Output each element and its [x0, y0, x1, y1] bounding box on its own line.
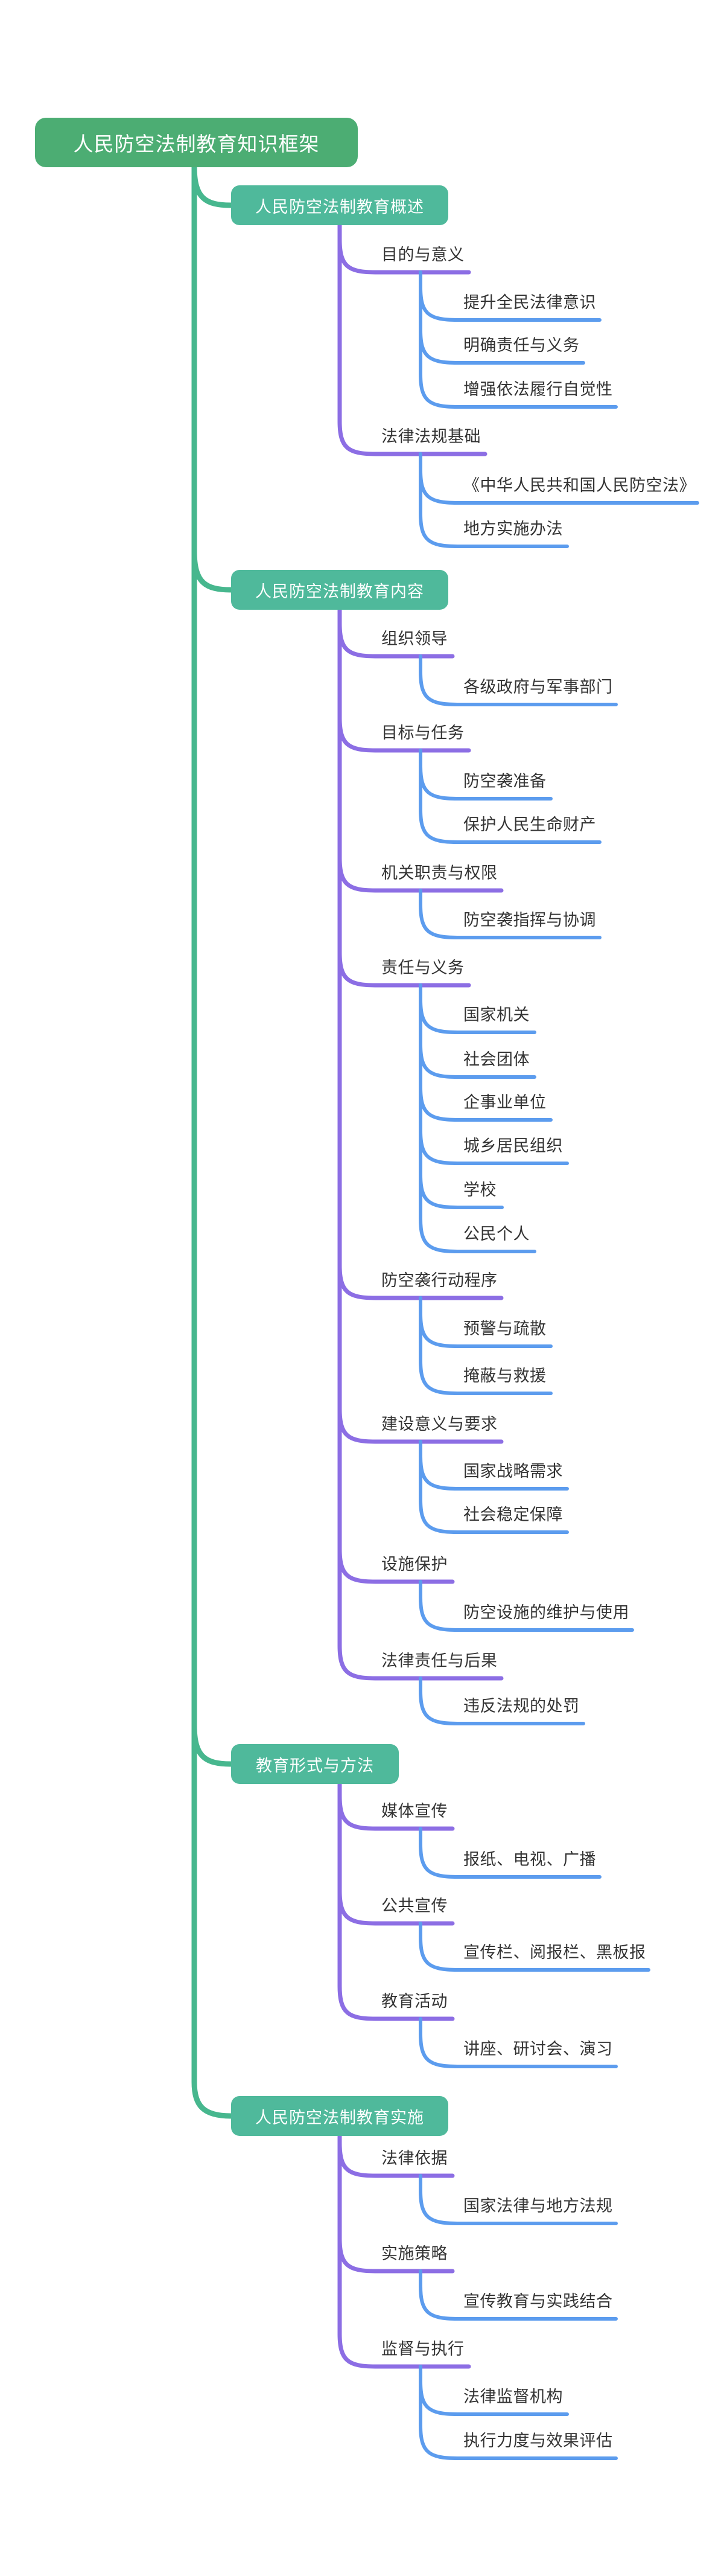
topic-label[interactable]: 责任与义务	[381, 959, 465, 977]
subtopic-label[interactable]: 法律监督机构	[463, 2388, 563, 2406]
subtopic-label[interactable]: 社会稳定保障	[463, 1506, 563, 1524]
subtopic-label[interactable]: 《中华人民共和国人民防空法》	[463, 476, 696, 494]
subtopic-connector	[419, 1676, 585, 1725]
branch-connector	[191, 1722, 234, 1767]
subtopic-label[interactable]: 掩蔽与救援	[463, 1367, 547, 1385]
subtopic-label[interactable]: 国家法律与地方法规	[463, 2197, 613, 2215]
subtopic-label[interactable]: 增强依法履行自觉性	[463, 380, 613, 398]
subtopic-connector	[419, 749, 602, 844]
subtopic-label[interactable]: 违反法规的处罚	[463, 1697, 580, 1715]
topic-label[interactable]: 目标与任务	[381, 724, 465, 742]
subtopic-connector	[419, 983, 536, 1253]
topic-label[interactable]: 机关职责与权限	[381, 864, 498, 882]
subtopic-connector	[419, 2174, 618, 2225]
subtopic-label[interactable]: 各级政府与军事部门	[463, 678, 613, 696]
subtopic-label[interactable]: 提升全民法律意识	[463, 293, 596, 312]
subtopic-label[interactable]: 报纸、电视、广播	[463, 1850, 596, 1868]
subtopic-connector	[419, 2365, 618, 2460]
subtopic-label[interactable]: 讲座、研讨会、演习	[463, 2040, 613, 2058]
topic-label[interactable]: 防空袭行动程序	[381, 1271, 498, 1290]
subtopic-label[interactable]: 国家战略需求	[463, 1462, 563, 1480]
subtopic-connector	[419, 889, 602, 939]
subtopic-label[interactable]: 明确责任与义务	[463, 336, 580, 354]
subtopic-label[interactable]: 防空设施的维护与使用	[463, 1603, 629, 1622]
branch-node[interactable]: 人民防空法制教育概述	[231, 185, 448, 225]
trunk-line	[191, 164, 234, 2119]
subtopic-label[interactable]: 宣传栏、阅报栏、黑板报	[463, 1943, 646, 1961]
subtopic-connector	[419, 1296, 553, 1395]
subtopic-label[interactable]: 学校	[463, 1181, 497, 1199]
subtopic-label[interactable]: 公民个人	[463, 1225, 530, 1243]
branch-node[interactable]: 教育形式与方法	[231, 1744, 399, 1784]
topic-label[interactable]: 组织领导	[381, 630, 448, 648]
topic-connector	[337, 607, 504, 1681]
topic-label[interactable]: 媒体宣传	[381, 1802, 448, 1820]
topic-label[interactable]: 法律责任与后果	[381, 1652, 498, 1670]
branch-node[interactable]: 人民防空法制教育内容	[231, 570, 448, 610]
topic-connector	[337, 223, 487, 456]
topic-connector	[337, 1782, 455, 2021]
topic-label[interactable]: 建设意义与要求	[381, 1415, 498, 1433]
subtopic-connector	[419, 452, 569, 548]
topic-label[interactable]: 教育活动	[381, 1992, 448, 2010]
subtopic-connector	[419, 1922, 650, 1972]
subtopic-label[interactable]: 执行力度与效果评估	[463, 2432, 613, 2450]
topic-label[interactable]: 设施保护	[381, 1555, 448, 1573]
subtopic-connector	[419, 270, 618, 409]
topic-connector	[337, 2133, 471, 2369]
topic-connector	[337, 607, 455, 1584]
mindmap-root-node[interactable]: 人民防空法制教育知识框架	[35, 118, 358, 167]
subtopic-connector	[419, 2269, 618, 2321]
subtopic-label[interactable]: 防空袭准备	[463, 772, 547, 790]
subtopic-label[interactable]: 国家机关	[463, 1006, 530, 1024]
topic-label[interactable]: 监督与执行	[381, 2340, 465, 2358]
topic-label[interactable]: 公共宣传	[381, 1897, 448, 1915]
subtopic-label[interactable]: 城乡居民组织	[463, 1137, 563, 1155]
topic-label[interactable]: 目的与意义	[381, 246, 465, 264]
subtopic-label[interactable]: 防空袭指挥与协调	[463, 911, 596, 929]
subtopic-label[interactable]: 宣传教育与实践结合	[463, 2292, 613, 2310]
subtopic-connector	[419, 2017, 618, 2068]
subtopic-label[interactable]: 保护人民生命财产	[463, 816, 596, 834]
branch-node[interactable]: 人民防空法制教育实施	[231, 2096, 448, 2136]
subtopic-connector	[419, 1440, 569, 1534]
subtopic-connector	[419, 1580, 634, 1632]
branch-connector	[191, 164, 234, 208]
subtopic-label[interactable]: 企事业单位	[463, 1093, 547, 1111]
topic-label[interactable]: 实施策略	[381, 2245, 448, 2263]
subtopic-label[interactable]: 预警与疏散	[463, 1320, 547, 1338]
topic-label[interactable]: 法律法规基础	[381, 427, 481, 446]
subtopic-label[interactable]: 社会团体	[463, 1050, 530, 1069]
branch-connector	[191, 548, 234, 593]
subtopic-connector	[419, 1827, 602, 1879]
subtopic-label[interactable]: 地方实施办法	[463, 520, 563, 538]
topic-label[interactable]: 法律依据	[381, 2149, 448, 2167]
subtopic-connector	[419, 654, 618, 706]
